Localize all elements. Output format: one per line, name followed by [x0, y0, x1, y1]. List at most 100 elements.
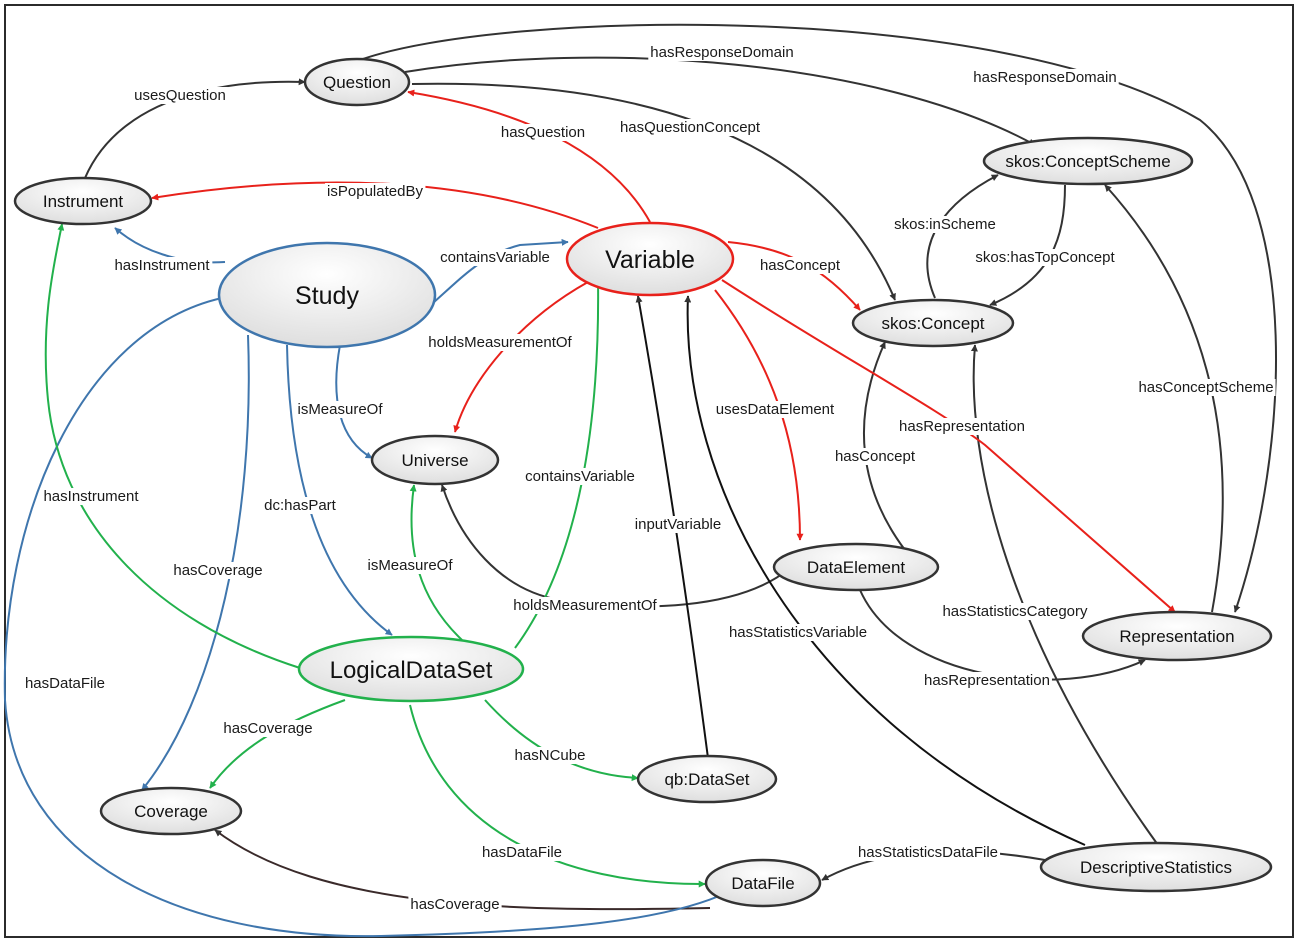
- edge-hasDataFile-2: [409, 704, 706, 888]
- label-background: [132, 87, 228, 104]
- label-background: [617, 119, 763, 136]
- label-skos-hasTopConcept: skos:hasTopConcept: [975, 249, 1115, 266]
- label-isPopulatedBy: isPopulatedBy: [327, 183, 423, 200]
- label-background: [511, 597, 660, 614]
- label-hasDataFile-1: hasDataFile: [25, 675, 105, 692]
- label-background: [632, 516, 724, 533]
- label-dc-hasPart: dc:hasPart: [264, 497, 337, 514]
- label-holdsMeasurementOf-2: holdsMeasurementOf: [513, 597, 657, 614]
- node-concept-scheme-label: skos:ConceptScheme: [1005, 152, 1170, 171]
- label-hasRepresentation-2: hasRepresentation: [924, 672, 1050, 689]
- label-background: [757, 257, 843, 274]
- label-inputVariable: inputVariable: [635, 516, 721, 533]
- edge-hasResponseDomain-1: [404, 56, 1036, 146]
- label-background: [426, 334, 575, 351]
- node-qb-dataset[interactable]: qb:DataSet: [636, 754, 778, 804]
- label-hasStatisticsDataFile: hasStatisticsDataFile: [858, 844, 998, 861]
- node-coverage[interactable]: Coverage: [99, 786, 243, 836]
- label-background: [940, 603, 1091, 620]
- node-concept[interactable]: skos:Concept: [851, 298, 1015, 348]
- edge-containsVariable-1: [424, 238, 569, 311]
- node-instrument-label: Instrument: [43, 192, 124, 211]
- diagram-frame: [4, 4, 1294, 938]
- node-representation-label: Representation: [1119, 627, 1234, 646]
- node-question[interactable]: Question: [303, 57, 411, 107]
- node-variable-label: Variable: [605, 246, 695, 274]
- label-background: [22, 675, 108, 692]
- node-logical-dataset[interactable]: LogicalDataSet: [297, 635, 525, 703]
- node-question-label: Question: [323, 73, 391, 92]
- edge-dc-hasPart: [286, 344, 393, 636]
- label-background: [713, 401, 838, 418]
- label-hasResponseDomain-1: hasResponseDomain: [650, 44, 793, 61]
- node-representation[interactable]: Representation: [1081, 610, 1273, 662]
- label-background: [325, 183, 426, 200]
- label-hasQuestionConcept: hasQuestionConcept: [620, 119, 761, 136]
- edge-hasStatisticsVariable: [684, 295, 1086, 846]
- node-data-element-label: DataElement: [807, 558, 906, 577]
- node-datafile[interactable]: DataFile: [704, 858, 822, 908]
- node-universe[interactable]: Universe: [370, 434, 500, 486]
- label-background: [365, 557, 456, 574]
- edge-labels: usesQuestion hasResponseDomain hasRespon…: [22, 44, 1276, 913]
- label-hasCoverage-3: hasCoverage: [410, 896, 499, 913]
- edge-skos-inScheme: [926, 174, 999, 299]
- edge-hasCoverage-1: [141, 334, 250, 791]
- label-hasRepresentation-1: hasRepresentation: [899, 418, 1025, 435]
- label-background: [408, 896, 502, 913]
- label-background: [892, 216, 998, 233]
- label-hasCoverage-2: hasCoverage: [223, 720, 312, 737]
- label-background: [1136, 379, 1276, 396]
- nodes: Question Instrument Study Variable skos:…: [13, 57, 1273, 908]
- label-background: [112, 257, 213, 274]
- label-hasStatisticsVariable: hasStatisticsVariable: [729, 624, 867, 641]
- node-instrument[interactable]: Instrument: [13, 176, 153, 226]
- edge-hasConcept-2: [863, 341, 906, 551]
- label-skos-inScheme: skos:inScheme: [894, 216, 996, 233]
- label-background: [973, 249, 1118, 266]
- label-containsVariable-1: containsVariable: [440, 249, 550, 266]
- edge-hasNCube: [484, 699, 639, 782]
- label-background: [855, 844, 1001, 861]
- label-hasNCube: hasNCube: [515, 747, 586, 764]
- label-isMeasureOf-2: isMeasureOf: [367, 557, 453, 574]
- label-background: [971, 69, 1119, 86]
- node-coverage-label: Coverage: [134, 802, 208, 821]
- node-concept-label: skos:Concept: [882, 314, 985, 333]
- node-descriptive-statistics-label: DescriptiveStatistics: [1080, 858, 1232, 877]
- node-study[interactable]: Study: [217, 241, 437, 349]
- node-qb-dataset-label: qb:DataSet: [664, 770, 749, 789]
- label-background: [438, 249, 552, 266]
- label-background: [726, 624, 870, 641]
- label-hasInstrument-2: hasInstrument: [43, 488, 139, 505]
- label-hasStatisticsCategory: hasStatisticsCategory: [942, 603, 1088, 620]
- label-hasResponseDomain-2: hasResponseDomain: [973, 69, 1116, 86]
- node-data-element[interactable]: DataElement: [772, 542, 940, 592]
- edge-hasConcept-1: [727, 241, 861, 311]
- label-hasConcept-1: hasConcept: [760, 257, 841, 274]
- label-background: [41, 488, 142, 505]
- edge-hasConceptScheme: [1104, 184, 1224, 613]
- node-logical-dataset-label: LogicalDataSet: [330, 657, 493, 684]
- edge-hasRepresentation-1: [721, 279, 1176, 613]
- edge-hasStatisticsCategory: [970, 344, 1159, 846]
- label-hasInstrument-1: hasInstrument: [114, 257, 210, 274]
- edge-holdsMeasurementOf-2: [440, 484, 791, 608]
- node-concept-scheme[interactable]: skos:ConceptScheme: [982, 136, 1194, 186]
- edge-holdsMeasurementOf-1: [453, 281, 589, 433]
- label-background: [171, 562, 265, 579]
- label-isMeasureOf-1: isMeasureOf: [297, 401, 383, 418]
- label-background: [512, 747, 588, 764]
- node-descriptive-statistics[interactable]: DescriptiveStatistics: [1039, 841, 1273, 893]
- label-background: [262, 497, 339, 514]
- label-background: [832, 448, 918, 465]
- node-variable[interactable]: Variable: [565, 221, 735, 297]
- label-background: [897, 418, 1027, 435]
- label-background: [523, 468, 637, 485]
- node-datafile-label: DataFile: [731, 874, 794, 893]
- label-hasConcept-2: hasConcept: [835, 448, 916, 465]
- label-background: [648, 44, 796, 61]
- label-hasDataFile-2: hasDataFile: [482, 844, 562, 861]
- label-background: [295, 401, 386, 418]
